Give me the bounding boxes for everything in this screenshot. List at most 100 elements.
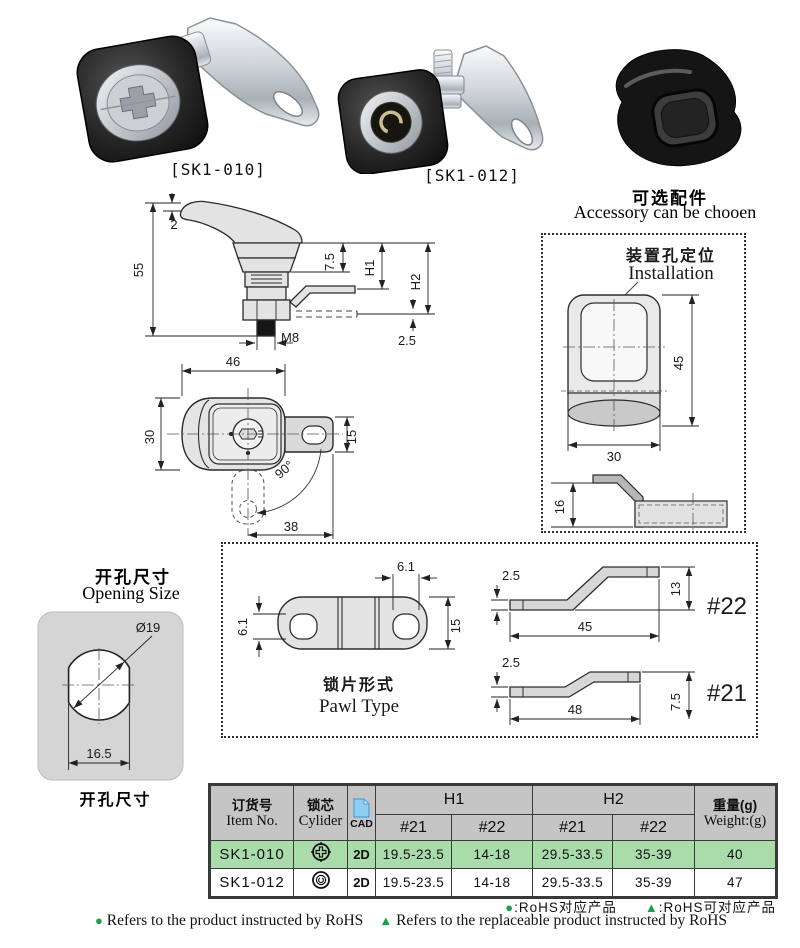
installation-title-en: Installation	[628, 263, 714, 284]
body-hex	[242, 299, 291, 321]
pawl21-length: 48	[568, 702, 582, 717]
lock-core	[370, 101, 412, 143]
col-header-cylinder: 锁芯 Cylider	[293, 784, 348, 841]
accessory-note-en: Accessory can be chooen	[573, 202, 757, 222]
svg-defs	[0, 0, 1, 1]
installation-title-cn: 装置孔定位	[625, 246, 716, 265]
pawl22-label: #22	[707, 593, 747, 620]
dim-2-5: 2.5	[398, 333, 416, 348]
drawing-side-view: 2 55 7.5 H1 H2 M8 2.5	[131, 193, 435, 350]
drawing-opening-size: Ø19 16.5	[37, 611, 184, 781]
item-header-cn: 订货号	[231, 797, 273, 813]
pawl-bend-lines	[337, 597, 380, 649]
pawl-arm-dashed	[296, 310, 358, 318]
weight-header-cn: 重量(g)	[712, 797, 758, 813]
pawl22-profile	[509, 566, 660, 611]
body-nut	[237, 257, 296, 273]
pawl22-thickness: 2.5	[502, 568, 520, 583]
drawing-pawl-type: 6.1 6.1 15 锁片形式 Pawl Type 2.5 13 45 #22	[235, 559, 747, 725]
shaft-threads	[434, 53, 452, 75]
drawing-installation: 装置孔定位 Installation 45 30	[551, 246, 728, 531]
h2-21-cell: 29.5-33.5	[532, 840, 614, 869]
table-row-sk1-012: SK1-012 2D 19.5-23.5 14-18 29.5-33.5 35-…	[209, 868, 778, 898]
spec-table: 订货号 Item No. 锁芯 Cylider CAD H1 H2 重量(g	[208, 783, 779, 899]
h1-21-cell: 19.5-23.5	[375, 868, 452, 898]
product-label-sk1-010: [SK1-010]	[170, 160, 266, 179]
pawl22-length: 45	[578, 619, 592, 634]
dim-38: 38	[284, 519, 298, 534]
dim-16: 16	[552, 500, 567, 514]
rohs-legend-cn: ●:RoHS对应产品▲:RoHS可对应产品	[300, 896, 776, 916]
item-header-en: Item No.	[226, 812, 278, 829]
h1-21-cell: 19.5-23.5	[375, 840, 452, 869]
col-header-h1-22: #22	[450, 814, 534, 841]
body-flange	[232, 242, 301, 259]
pawl-hole-left	[289, 613, 318, 640]
cylinder-keyway-icon	[310, 842, 331, 862]
dim-7-5: 7.5	[322, 253, 337, 271]
pawl21-thickness: 2.5	[502, 655, 520, 670]
h2-21-cell: 29.5-33.5	[532, 868, 614, 898]
rohs-cn-tri-text: :RoHS可对应产品	[658, 900, 776, 915]
h2-22-cell: 35-39	[612, 840, 696, 869]
opening-caption: 开孔尺寸	[79, 792, 152, 809]
opening-title-en: Opening Size	[82, 583, 180, 603]
dim-h1: H1	[362, 260, 377, 277]
drawing-top-view: 46 30 15 90° 38	[145, 354, 359, 539]
dim-2: 2	[170, 217, 177, 232]
centerlines	[563, 299, 665, 431]
product-label-sk1-012: [SK1-012]	[424, 166, 520, 185]
col-header-h2: H2	[532, 784, 696, 815]
pawl-title-cn: 锁片形式	[323, 675, 395, 694]
pawl-flat	[277, 596, 428, 650]
pawl21-profile	[509, 671, 641, 698]
h1-22-cell: 14-18	[450, 868, 534, 898]
thread-stud	[256, 319, 276, 337]
h1-22-cell: 14-18	[450, 840, 534, 869]
col-header-h2-21: #21	[532, 814, 614, 841]
rohs-triangle-icon: ▲	[379, 913, 393, 928]
face-slot-line	[100, 95, 176, 111]
dim-hole-w: 6.1	[397, 559, 415, 574]
cad-header-label: CAD	[350, 817, 373, 830]
cylinder-cell	[293, 840, 348, 869]
product-photo-sk1-012	[337, 45, 544, 174]
weight-cell: 40	[694, 840, 778, 869]
cover-sheen	[624, 68, 692, 88]
cam-lever	[179, 200, 303, 244]
cylinder-cell	[293, 868, 348, 898]
rohs-triangle-icon: ▲	[644, 900, 659, 915]
weight-cell: 47	[694, 868, 778, 898]
accessory-note-cn: 可选配件	[632, 189, 708, 208]
bracket-hole	[510, 118, 534, 146]
cylinder-round-icon	[311, 871, 330, 889]
rohs-en-dot-text: Refers to the product instructed by RoHS	[106, 912, 364, 929]
diameter-leader-ext	[123, 635, 153, 663]
body-collar	[246, 286, 287, 301]
cylinder-header-cn: 锁芯	[307, 797, 334, 813]
product-photo-accessory-cover	[615, 49, 742, 167]
cylinder-header-en: Cylider	[298, 812, 343, 829]
col-header-h2-22: #22	[612, 814, 696, 841]
product-photo-sk1-010	[76, 17, 320, 163]
rotation-arc	[256, 448, 322, 516]
dim-dia: Ø19	[136, 620, 161, 635]
dim-15: 15	[344, 430, 359, 444]
arm-hole	[301, 425, 327, 445]
cad-cell: 2D	[347, 840, 376, 869]
arm-rotated-dashed	[231, 469, 265, 525]
bracket-hole	[272, 91, 304, 117]
pawl-hole-right	[392, 613, 420, 640]
pawl-title-en: Pawl Type	[319, 696, 399, 717]
dim-flat: 16.5	[86, 746, 111, 761]
rohs-en-tri-text: Refers to the replaceable product instru…	[396, 912, 728, 929]
diameter-leader	[73, 661, 125, 709]
col-header-weight: 重量(g) Weight:(g)	[694, 784, 778, 841]
pawl-type-box: 6.1 6.1 15 锁片形式 Pawl Type 2.5 13 45 #22	[221, 542, 758, 738]
cover-hole-inner	[660, 97, 710, 139]
dim-hole-h: 6.1	[235, 618, 250, 636]
dim-30: 30	[607, 449, 621, 464]
col-header-h1-21: #21	[375, 814, 452, 841]
col-header-h1: H1	[374, 784, 534, 815]
body-thread	[244, 271, 289, 288]
